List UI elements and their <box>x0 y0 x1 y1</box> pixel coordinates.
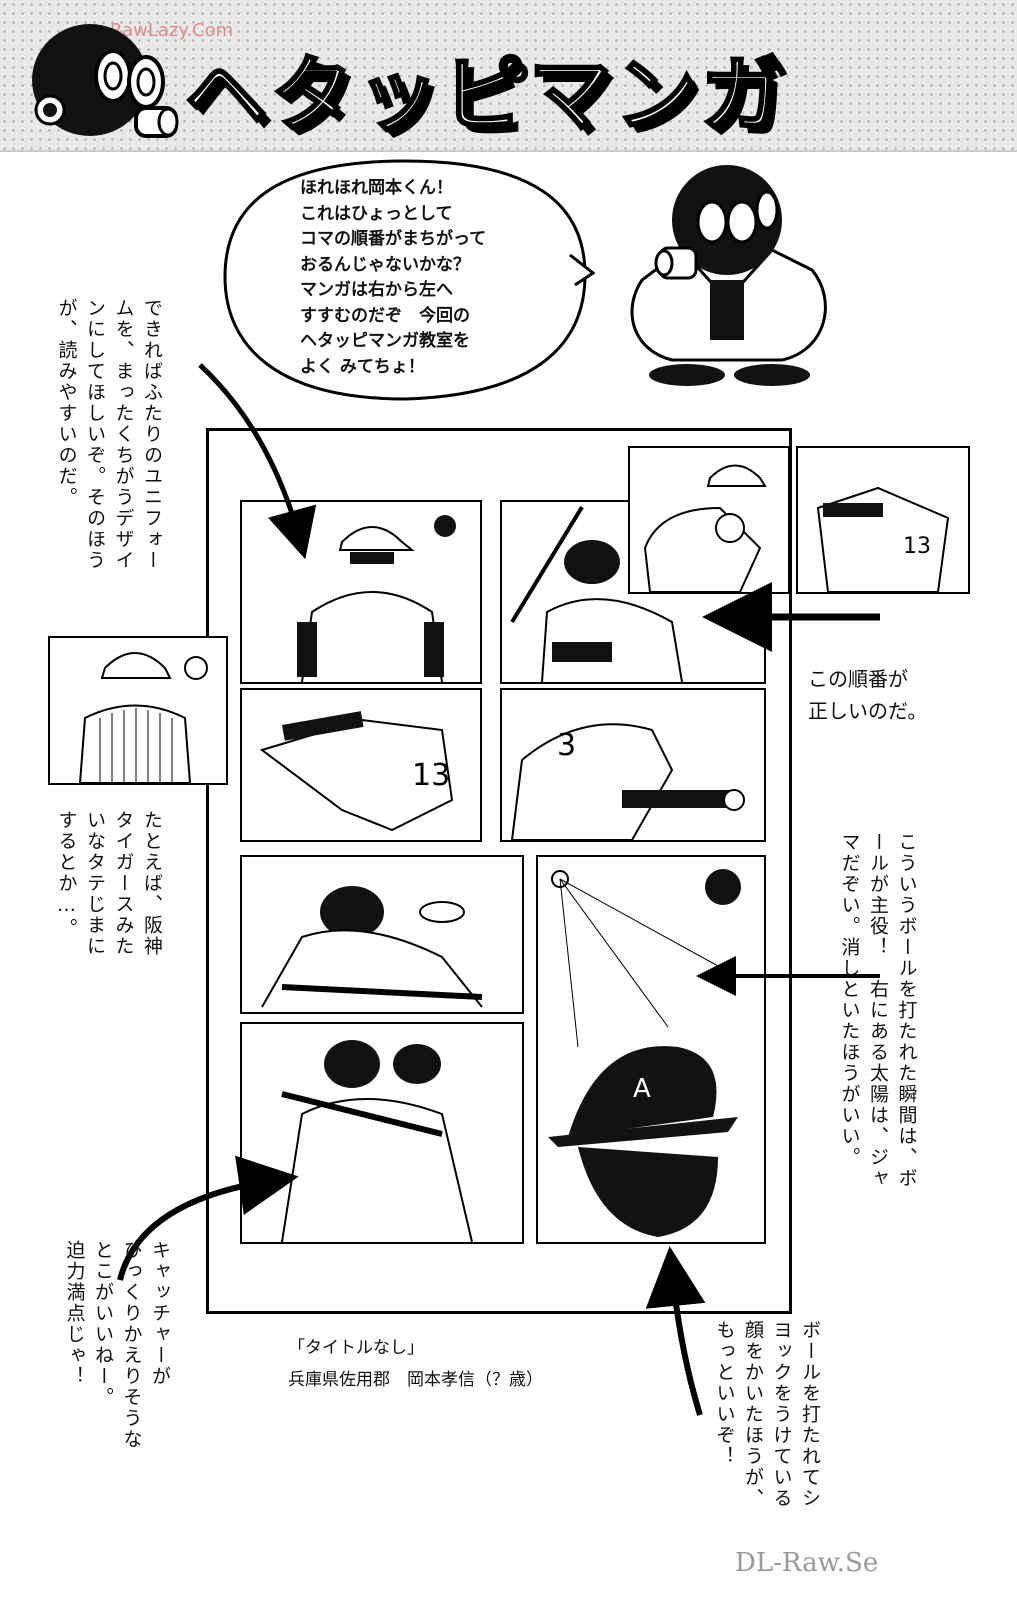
panel-striped-uniform <box>48 636 228 785</box>
svg-text:3: 3 <box>557 728 576 763</box>
submission-caption: 「タイトルなし」 兵庫県佐用郡 岡本孝信（？歳） <box>288 1332 543 1397</box>
svg-text:13: 13 <box>903 534 931 559</box>
striped-player-illustration <box>78 652 208 784</box>
batter-illustration <box>510 505 683 683</box>
panel-order-2: 13 <box>796 446 970 594</box>
speech-balloon-text: ほれほれ岡本くん！ これはひょっとして コマの順番がまちがって おるんじゃないか… <box>300 178 487 377</box>
panel-pitcher-back: 13 <box>240 688 482 842</box>
panel-batter-catcher <box>240 500 482 684</box>
annotation-shock-face: ボールを打たれてシ ヨックをうけている 顔をかいたほうが、 もっといいぞ！ <box>713 1320 822 1509</box>
watermark-bottom: DL-Raw.Se <box>735 1548 879 1578</box>
mask-professor-illustration <box>630 165 827 386</box>
annotation-uniform: できればふたりのユニフォー ムを、まったくちがうデザイ ンにしてほしいぞ。そのほ… <box>55 298 164 571</box>
panel-pitcher-throw: 3 <box>500 688 766 842</box>
svg-text:A: A <box>633 1074 651 1104</box>
panel-batter-swing <box>240 855 524 1014</box>
annotation-hanshin: たとえば、阪神 タイガースみた いなタテじまに するとか…。 <box>55 810 164 957</box>
annotation-ball-hit: こういうボールを打たれた瞬間は、ボ ールが主役！ 右にある太陽は、ジャ マだぞい… <box>838 832 918 1189</box>
gas-mask-mascot-icon <box>32 24 179 138</box>
svg-text:13: 13 <box>412 758 450 793</box>
ball-and-face-illustration: A <box>548 869 741 1237</box>
watermark-top: RawLazy.Com <box>110 20 234 41</box>
pitcher-throw-illustration: 3 <box>510 723 745 841</box>
pitcher-illustration: 13 <box>259 711 454 832</box>
speech-balloon <box>223 159 595 401</box>
panel-ball-sun: A <box>536 855 766 1244</box>
player-illustration <box>297 515 456 683</box>
submission-title: 「タイトルなし」 <box>288 1338 424 1358</box>
page-title: ヘタッピマンガ <box>183 47 788 145</box>
annotation-catcher: キャッチャーが ひっくりかえりそうな とこがいいねー。 迫力満点じゃ！ <box>63 1240 172 1450</box>
catcher-illustration <box>281 1040 473 1243</box>
pitcher-back-small-illustration: 13 <box>816 486 950 593</box>
panel-order-1 <box>628 446 790 594</box>
submission-author: 兵庫県佐用郡 岡本孝信（？歳） <box>288 1370 543 1391</box>
annotation-correct-order: この順番が 正しいのだ。 <box>808 667 928 723</box>
batter-swing-illustration <box>261 886 483 1008</box>
pitcher-windup-illustration <box>643 464 767 593</box>
